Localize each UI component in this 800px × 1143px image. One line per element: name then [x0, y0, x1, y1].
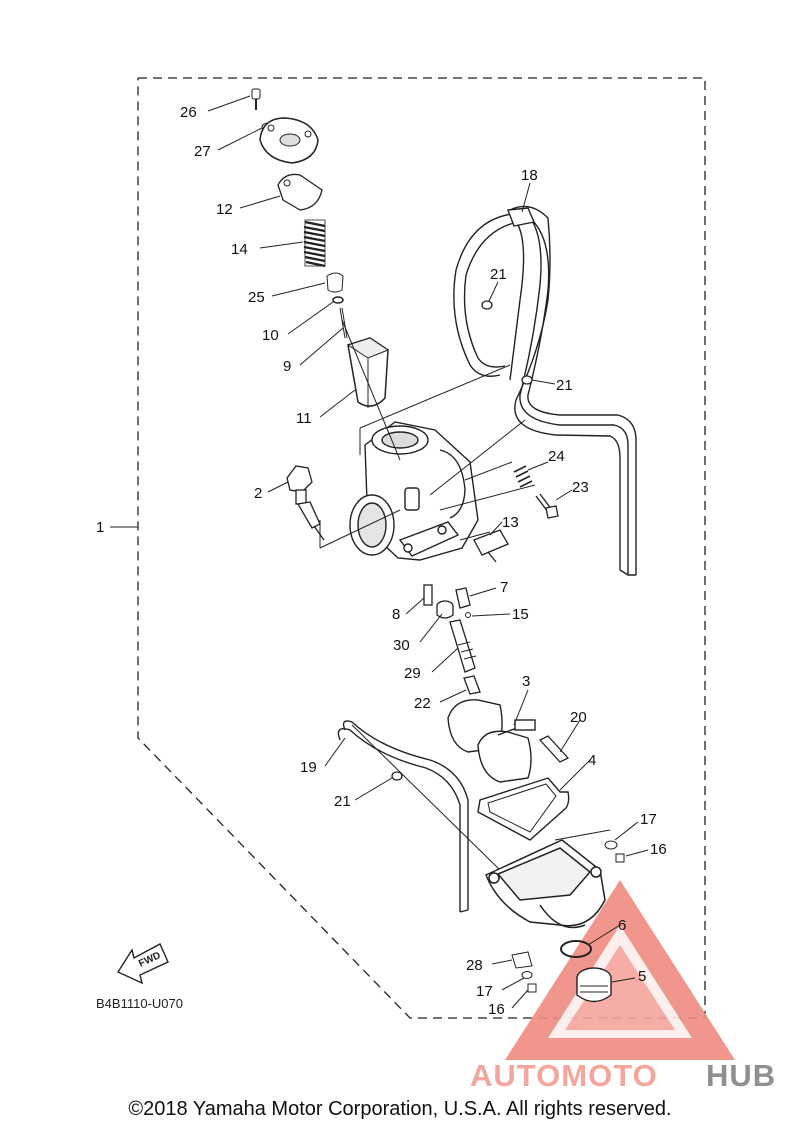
callout-labels: 26 27 12 14 25 10 9 11 18 21 21 24 23 2 … — [96, 104, 667, 1018]
callout-19: 19 — [300, 759, 317, 776]
callout-2: 2 — [254, 485, 262, 502]
watermark-logo — [505, 880, 735, 1060]
callout-10: 10 — [262, 327, 279, 344]
part-3-float — [447, 699, 536, 783]
copyright-notice: ©2018 Yamaha Motor Corporation, U.S.A. A… — [128, 1098, 672, 1120]
part-4-float-chamber-gasket — [477, 777, 570, 841]
callout-13: 13 — [502, 514, 519, 531]
assembly-guide-lines — [319, 319, 536, 549]
callout-6: 6 — [618, 917, 626, 934]
part-17-washer-lower — [521, 971, 533, 979]
callout-25: 25 — [248, 289, 265, 306]
part-28-bracket — [511, 951, 533, 969]
callout-11: 11 — [296, 410, 312, 427]
callout-26: 26 — [180, 104, 197, 121]
part-8-pilot-jet — [423, 584, 433, 606]
callout-5: 5 — [638, 968, 646, 985]
part-21-hose-clip-upper — [481, 300, 493, 310]
part-14-spring — [303, 219, 326, 268]
callout-28: 28 — [466, 957, 483, 974]
part-6-o-ring — [560, 940, 592, 958]
watermark-hub: HUB — [706, 1058, 776, 1093]
part-16-screw-lower — [527, 983, 537, 993]
part-18-vent-hoses — [453, 205, 637, 576]
callout-30: 30 — [393, 637, 410, 654]
part-26-screw — [251, 88, 261, 110]
callout-27: 27 — [194, 143, 211, 160]
callout-17-lower: 17 — [476, 983, 493, 1000]
callout-21-lower: 21 — [334, 793, 351, 810]
part-19-drain-hose — [337, 720, 469, 913]
callout-16-lower: 16 — [488, 1001, 505, 1018]
part-29-main-nozzle — [449, 619, 477, 673]
callout-18: 18 — [521, 167, 538, 184]
callout-8: 8 — [392, 606, 400, 623]
watermark-automoto: AUTOMOTO — [470, 1058, 658, 1093]
callout-17-upper: 17 — [640, 811, 657, 828]
part-10-clip — [332, 296, 344, 304]
part-25-retainer — [326, 272, 344, 293]
part-17-washer-upper — [604, 840, 618, 850]
callout-15: 15 — [512, 606, 529, 623]
watermark-text: AUTOMOTO HUB — [470, 1058, 776, 1093]
callout-3: 3 — [522, 673, 530, 690]
callout-14: 14 — [231, 241, 248, 258]
part-7-needle-jet — [455, 587, 471, 609]
callout-20: 20 — [570, 709, 587, 726]
part-24-spring — [513, 465, 533, 488]
part-21-hose-clip-lower — [391, 771, 403, 781]
callout-12: 12 — [216, 201, 233, 218]
part-20-float-pin — [538, 735, 570, 763]
diagram-code: B4B1110-U070 — [96, 996, 183, 1011]
callout-24: 24 — [548, 448, 565, 465]
callout-16-upper: 16 — [650, 841, 667, 858]
callout-9: 9 — [283, 358, 291, 375]
part-15-o-ring — [465, 612, 471, 618]
leader-lines — [110, 95, 649, 1009]
part-2-starter-plunger — [286, 465, 325, 541]
part-12-gasket — [277, 173, 323, 211]
part-21-hose-clip-right — [521, 375, 533, 385]
callout-21-right: 21 — [556, 377, 573, 394]
float-chamber — [485, 839, 606, 929]
part-5-plug — [576, 967, 612, 1003]
callout-22: 22 — [414, 695, 431, 712]
callout-29: 29 — [404, 665, 421, 682]
part-mixing-chamber-top — [259, 117, 319, 164]
callout-1: 1 — [96, 519, 104, 536]
forward-arrow-icon: FWD — [116, 943, 169, 985]
part-30-holder — [436, 600, 454, 619]
part-22-main-jet — [463, 675, 481, 695]
part-16-screw-upper — [615, 853, 625, 863]
carburetor-body — [349, 421, 479, 561]
callout-21-upper: 21 — [490, 266, 507, 283]
callout-4: 4 — [588, 752, 596, 769]
callout-7: 7 — [500, 579, 508, 596]
part-23-screw — [535, 493, 559, 519]
callout-23: 23 — [572, 479, 589, 496]
part-11-throttle-valve — [346, 337, 390, 408]
